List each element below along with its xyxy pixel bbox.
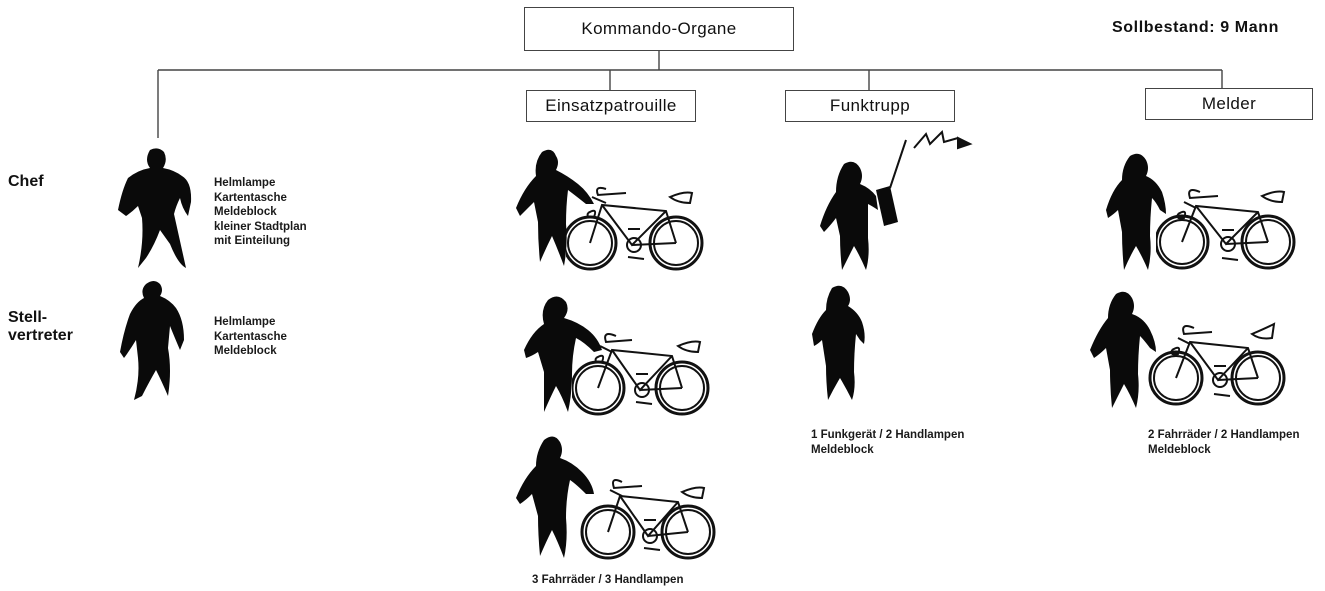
equipment-item: Kartentasche <box>214 330 287 343</box>
footer-line: Meldeblock <box>1148 443 1211 456</box>
footer-line: Meldeblock <box>811 443 874 456</box>
bicycle-icon <box>1148 322 1286 406</box>
group-label-melder: Melder <box>1201 94 1257 113</box>
footer-line: 1 Funkgerät / 2 Handlampen <box>811 429 965 441</box>
bicycle-icon <box>1156 189 1296 270</box>
target-strength: Sollbestand: 9 Mann <box>1112 19 1279 36</box>
role-label-stellvertreter: Stell- vertreter <box>8 309 73 345</box>
equipment-list-stellvertreter: Helmlampe Kartentasche Meldeblock <box>214 315 287 359</box>
person-silhouette-icon <box>524 296 602 412</box>
equipment-item: mit Einteilung <box>214 235 291 247</box>
equipment-item: Helmlampe <box>214 316 276 328</box>
role-label-chef: Chef <box>8 173 44 190</box>
role-label-line-1: Stell- <box>8 309 48 326</box>
footer-line: 2 Fahrräder / 2 Handlampen <box>1148 429 1300 441</box>
bicycle-icon <box>580 479 716 560</box>
group-box-einsatzpatrouille: Einsatzpatrouille <box>526 90 696 122</box>
person-silhouette-icon <box>516 436 594 558</box>
person-silhouette-icon <box>1090 291 1156 408</box>
group-label-einsatzpatrouille: Einsatzpatrouille <box>545 96 677 115</box>
equipment-list-chef: Helmlampe Kartentasche Meldeblock kleine… <box>214 176 307 249</box>
person-silhouette-icon <box>1106 153 1166 270</box>
equipment-item: Meldeblock <box>214 345 277 357</box>
group-box-funktrupp: Funktrupp <box>785 90 955 122</box>
person-silhouette-icon <box>516 149 594 266</box>
equipment-item: Helmlampe <box>214 177 276 189</box>
person-silhouette-icon <box>118 148 192 268</box>
bicycle-icon <box>572 333 710 416</box>
root-box-label: Kommando-Organe <box>581 19 737 38</box>
root-box-kommando-organe: Kommando-Organe <box>524 7 794 51</box>
radio-set-icon <box>889 129 973 189</box>
person-silhouette-icon <box>812 285 865 400</box>
group-footer-einsatzpatrouille: 3 Fahrräder / 3 Handlampen <box>532 573 683 588</box>
person-silhouette-icon <box>120 281 184 400</box>
role-label-line-2: vertreter <box>8 327 73 344</box>
group-footer-funktrupp: 1 Funkgerät / 2 Handlampen Meldeblock <box>811 428 964 457</box>
equipment-item: Kartentasche <box>214 191 287 204</box>
equipment-item: Meldeblock <box>214 206 277 218</box>
person-silhouette-icon <box>820 161 898 270</box>
footer-line: 3 Fahrräder / 3 Handlampen <box>532 574 684 586</box>
group-box-melder: Melder <box>1145 88 1313 120</box>
group-footer-melder: 2 Fahrräder / 2 Handlampen Meldeblock <box>1148 428 1299 457</box>
bicycle-icon <box>566 186 704 271</box>
group-label-funktrupp: Funktrupp <box>829 96 911 115</box>
equipment-item: kleiner Stadtplan <box>214 220 307 233</box>
